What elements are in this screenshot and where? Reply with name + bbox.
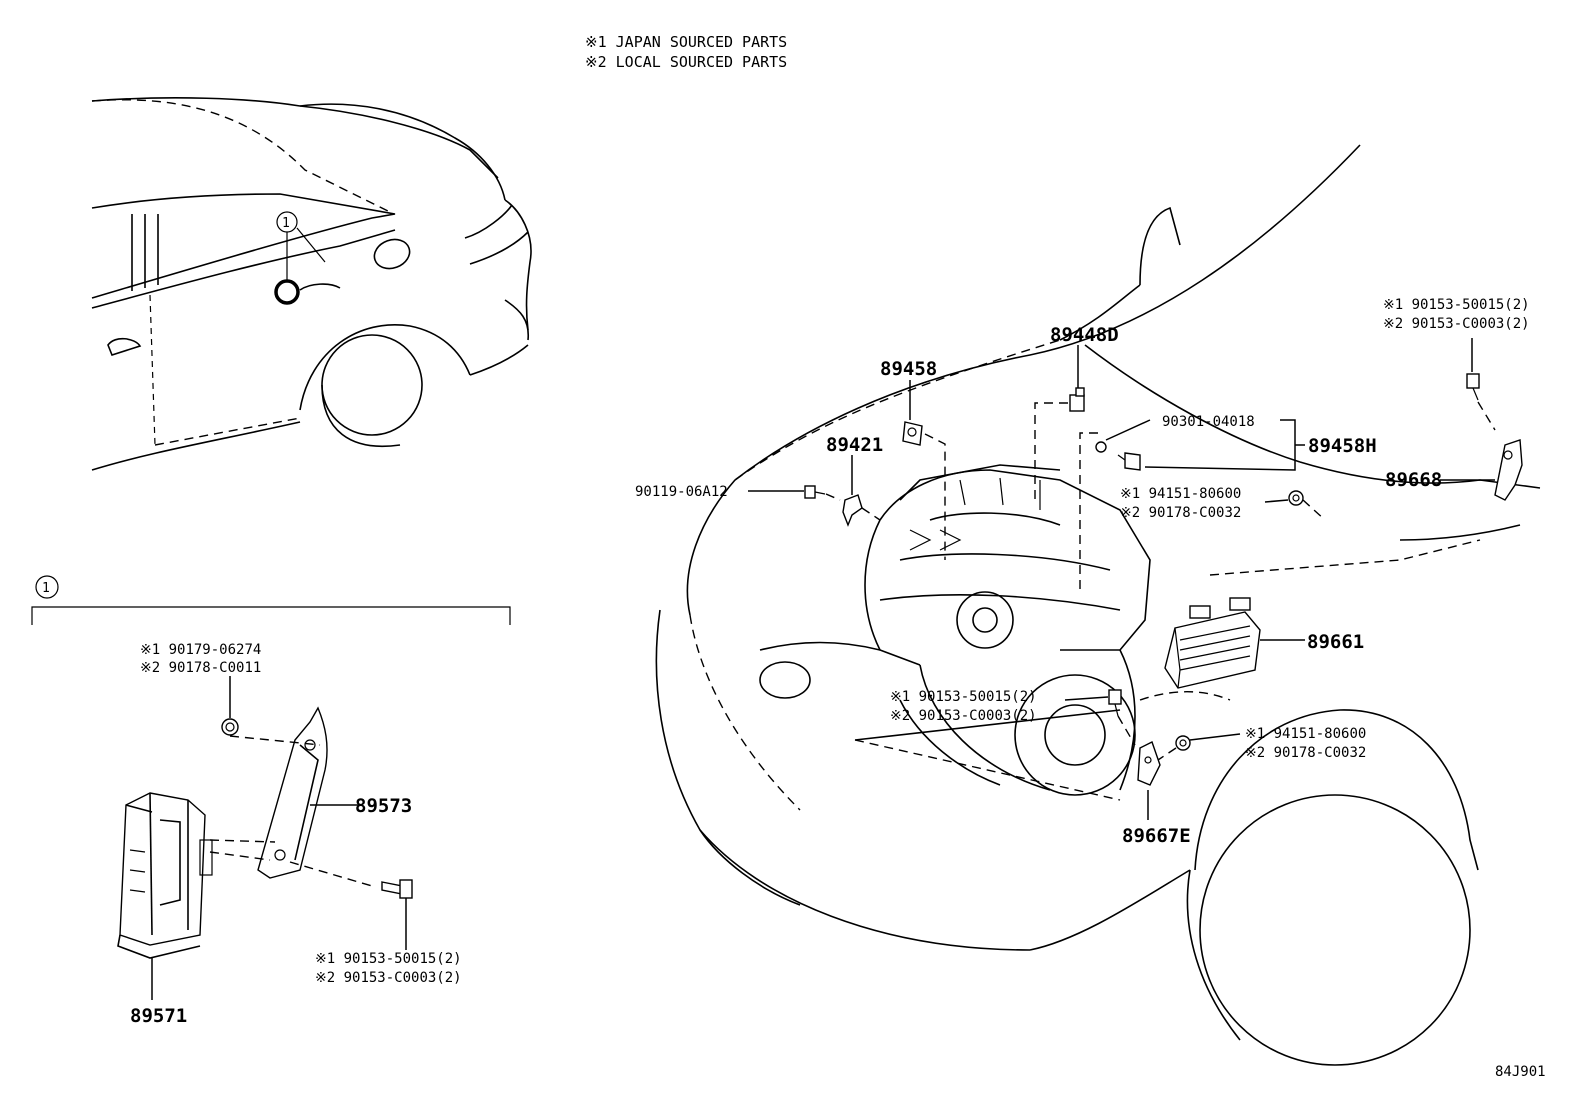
fastener-90153-c0003-left: ※2 90153-C0003(2) — [315, 970, 462, 986]
part-89458-label: 89458 — [880, 358, 937, 380]
callout-1: 1 — [274, 211, 326, 305]
part-89661-icon — [1164, 597, 1261, 689]
part-89421-label: 89421 — [826, 434, 883, 456]
part-89661-label: 89661 — [1307, 631, 1364, 653]
legend-japan-sourced: ※1 JAPAN SOURCED PARTS — [585, 33, 787, 51]
callout-1-number: 1 — [282, 216, 290, 231]
fastener-90178-c0032-lower: ※2 90178-C0032 — [1245, 745, 1366, 761]
part-89573-icon — [257, 706, 328, 879]
location-marker-icon — [274, 279, 300, 305]
part-89458h-label: 89458H — [1308, 435, 1377, 457]
part-89667e-label: 89667E — [1122, 825, 1191, 847]
fastener-90153-c0003-middle: ※2 90153-C0003(2) — [890, 708, 1037, 724]
bolt-right-icon — [1466, 373, 1480, 401]
legend-local-sourced: ※2 LOCAL SOURCED PARTS — [585, 53, 787, 71]
fastener-90153-50015-left: ※1 90153-50015(2) — [315, 951, 462, 967]
vehicle-front-view — [655, 144, 1541, 1066]
fastener-90153-50015-middle: ※1 90153-50015(2) — [890, 689, 1037, 705]
fastener-94151-80600-center: ※1 94151-80600 — [1120, 486, 1241, 502]
part-89571-icon — [117, 792, 213, 959]
fastener-94151-80600-lower: ※1 94151-80600 — [1245, 726, 1366, 742]
bolt-90119-icon — [804, 485, 826, 499]
part-89421-icon — [842, 494, 863, 527]
fastener-90179-06274: ※1 90179-06274 — [140, 642, 261, 658]
bolt-icon — [381, 879, 413, 899]
detail-box-marker — [35, 575, 59, 599]
nut-center-icon — [1288, 490, 1304, 506]
fastener-90153-50015-right: ※1 90153-50015(2) — [1383, 297, 1530, 313]
fastener-90153-c0003-right: ※2 90153-C0003(2) — [1383, 316, 1530, 332]
fastener-90119-06a12: 90119-06A12 — [635, 484, 728, 500]
part-89573-label: 89573 — [355, 795, 412, 817]
detail-box-number: 1 — [42, 581, 50, 596]
detail-box-1: 1 — [31, 575, 511, 625]
fastener-90178-c0032-center: ※2 90178-C0032 — [1120, 505, 1241, 521]
nut-icon — [221, 718, 239, 736]
nut-lower-icon — [1175, 735, 1191, 751]
fastener-90178-c0011: ※2 90178-C0011 — [140, 660, 261, 676]
fastener-90301-04018: 90301-04018 — [1162, 414, 1255, 430]
part-89668-label: 89668 — [1385, 469, 1442, 491]
part-89458-icon — [902, 421, 923, 446]
part-89448d-label: 89448D — [1050, 324, 1119, 346]
part-89571-label: 89571 — [130, 1005, 187, 1027]
illustration-code: 84J901 — [1495, 1064, 1546, 1080]
vehicle-rear-view — [91, 97, 532, 471]
legend: ※1 JAPAN SOURCED PARTS ※2 LOCAL SOURCED … — [585, 33, 787, 71]
part-89667e-icon — [1137, 741, 1161, 786]
part-89448d-icon — [1069, 387, 1085, 412]
part-89458h-icon — [1095, 441, 1141, 471]
part-89668-icon — [1494, 439, 1523, 501]
bolt-middle-icon — [1108, 689, 1122, 717]
